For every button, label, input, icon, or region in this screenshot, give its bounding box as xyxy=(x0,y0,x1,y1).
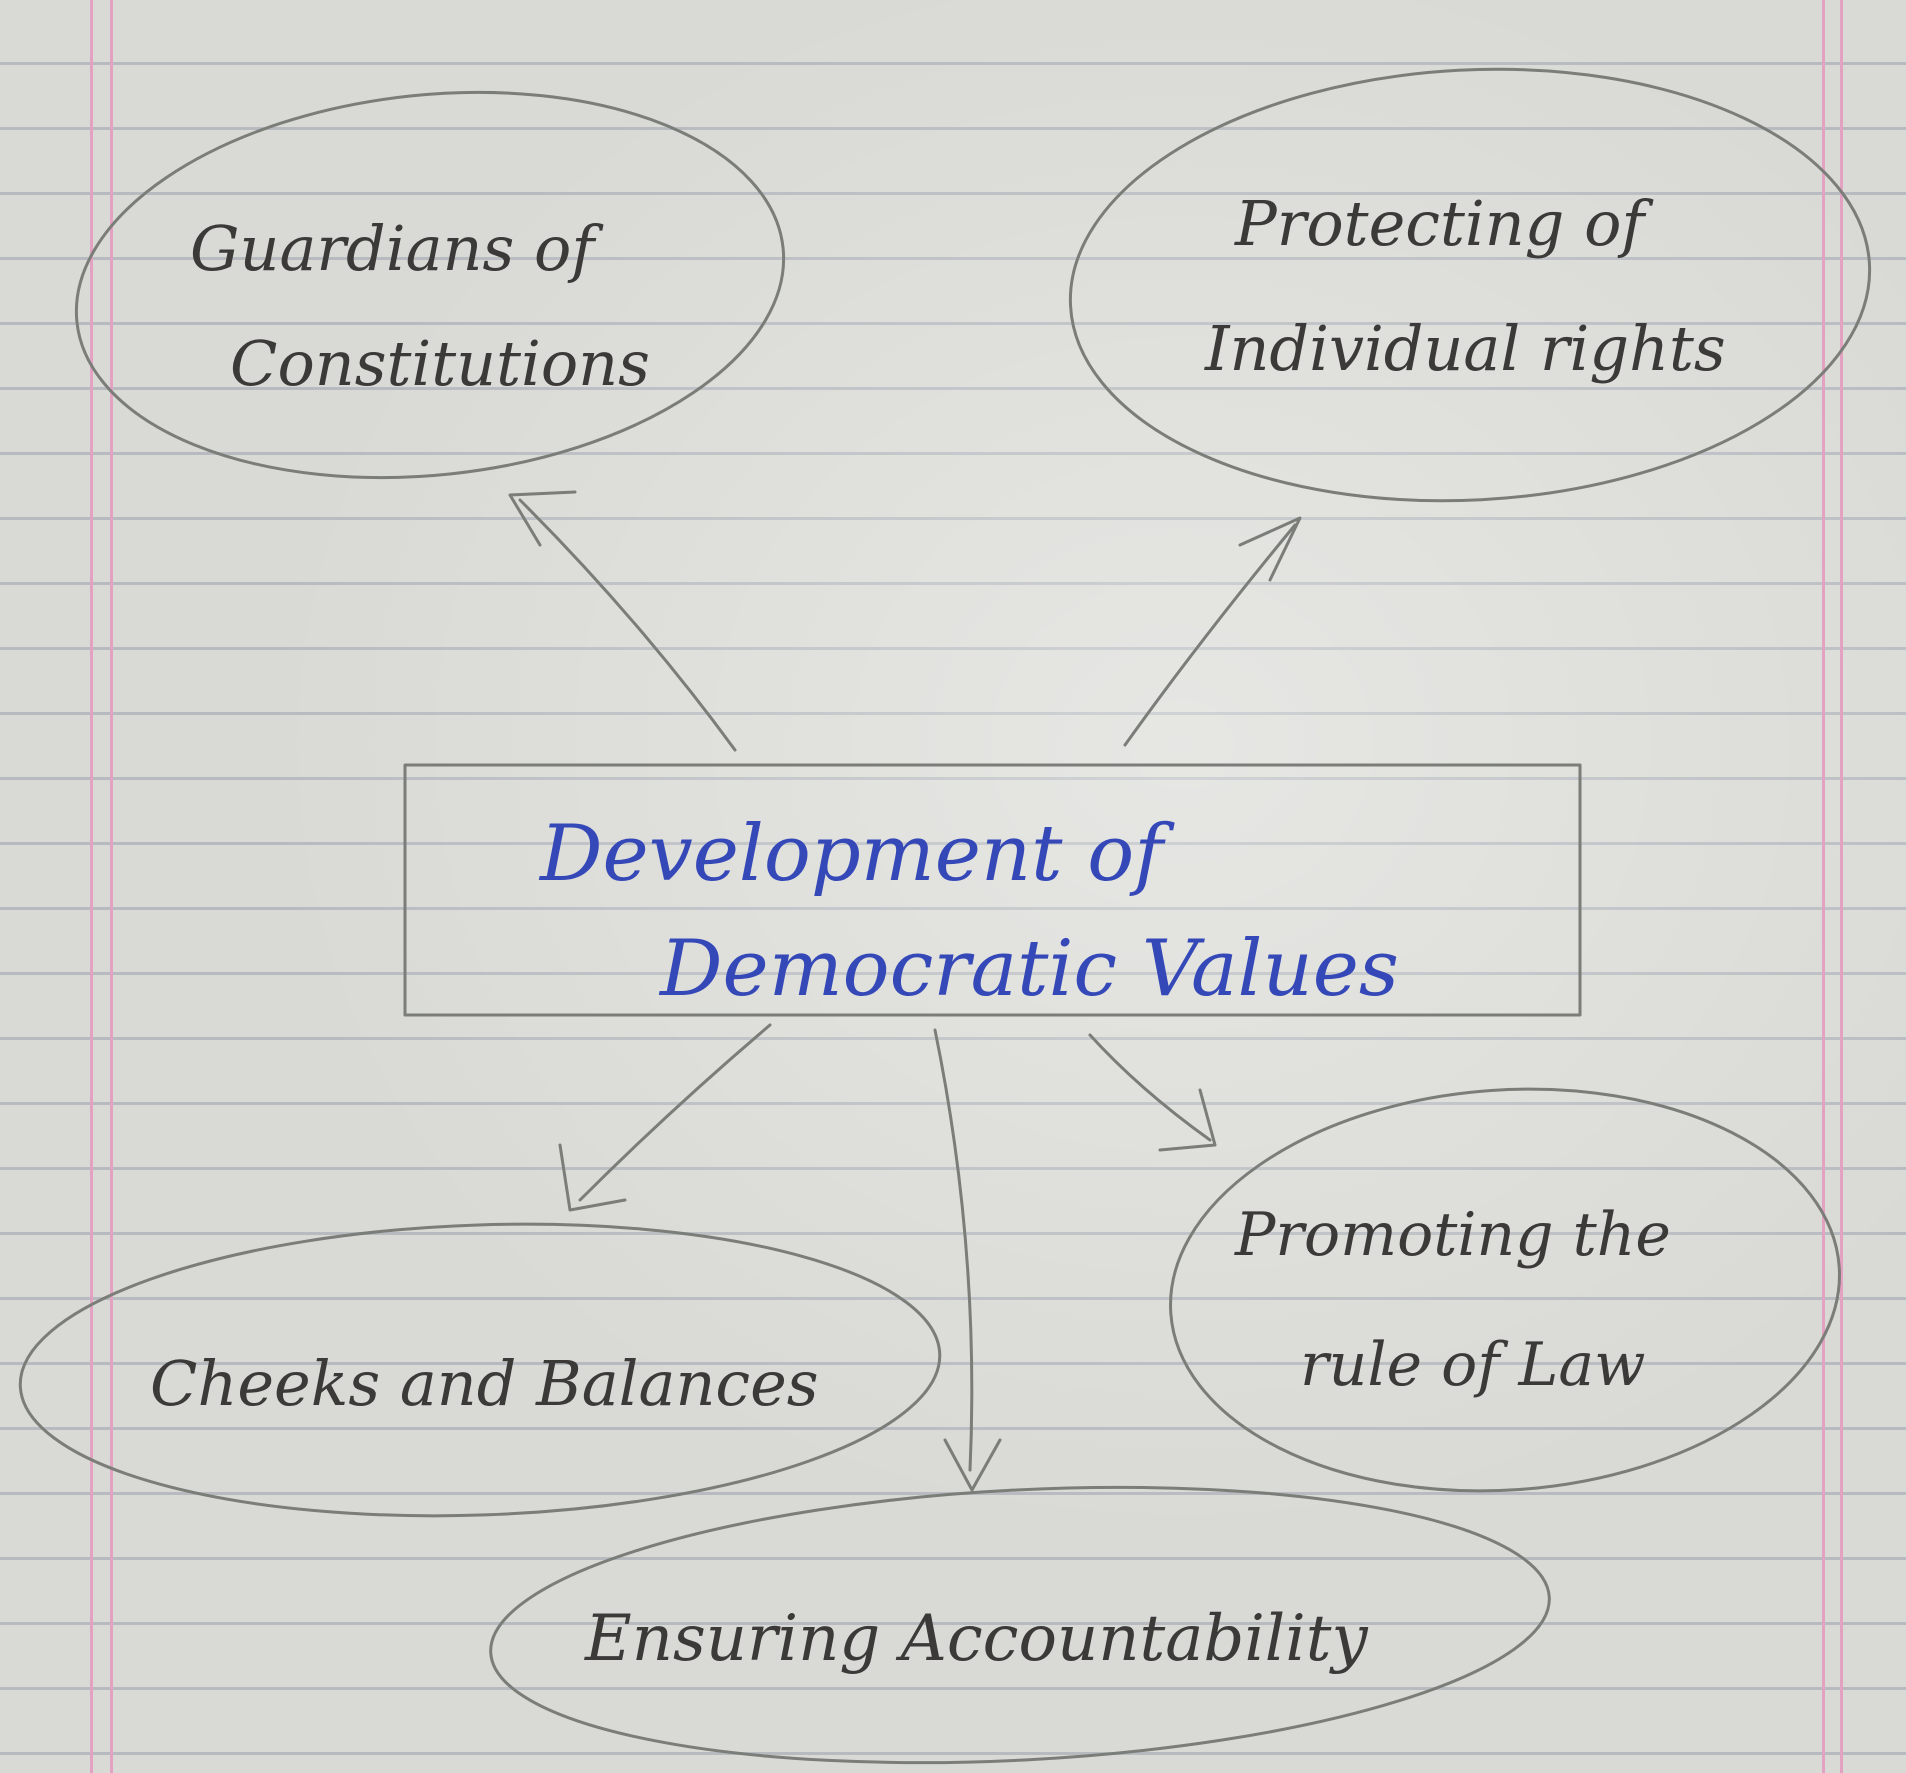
node-protecting-line2: Individual rights xyxy=(1204,312,1726,385)
arrow-head-guardians xyxy=(508,490,577,547)
arrow-head-promoting xyxy=(1158,1088,1217,1152)
arrow-head-protecting xyxy=(1238,516,1302,582)
node-promoting-line2: rule of Law xyxy=(1300,1330,1645,1400)
node-guardians-line1: Guardians of xyxy=(190,212,604,285)
node-guardians-line2: Constitutions xyxy=(230,327,650,400)
node-accountability-line1: Ensuring Accountability xyxy=(584,1602,1368,1676)
margin-line-left-inner xyxy=(110,0,113,1773)
center-title-line2: Democratic Values xyxy=(658,924,1399,1014)
arrow-to-protecting xyxy=(1123,523,1297,747)
arrow-to-promoting xyxy=(1088,1033,1212,1142)
margin-line-left-outer xyxy=(90,0,93,1773)
node-promoting-ellipse xyxy=(1169,1087,1841,1493)
node-protecting-ellipse xyxy=(1068,67,1872,503)
node-guardians-ellipse xyxy=(74,90,786,480)
arrow-to-checks xyxy=(578,1023,772,1202)
margin-line-right-outer xyxy=(1840,0,1843,1773)
node-promoting-line1: Promoting the xyxy=(1234,1200,1671,1270)
arrow-head-checks xyxy=(558,1143,627,1212)
node-checks-ellipse xyxy=(18,1222,942,1518)
margin-line-right-inner xyxy=(1822,0,1825,1773)
arrow-to-accountability xyxy=(933,1028,974,1472)
arrow-head-accountability xyxy=(943,1438,1002,1492)
node-checks-line1: Cheeks and Balances xyxy=(150,1347,819,1420)
node-accountability-ellipse xyxy=(489,1485,1551,1765)
center-title-line1: Development of xyxy=(538,809,1175,899)
node-protecting-line1: Protecting of xyxy=(1234,187,1654,260)
center-box xyxy=(403,763,1582,1017)
arrow-to-guardians xyxy=(518,498,737,752)
